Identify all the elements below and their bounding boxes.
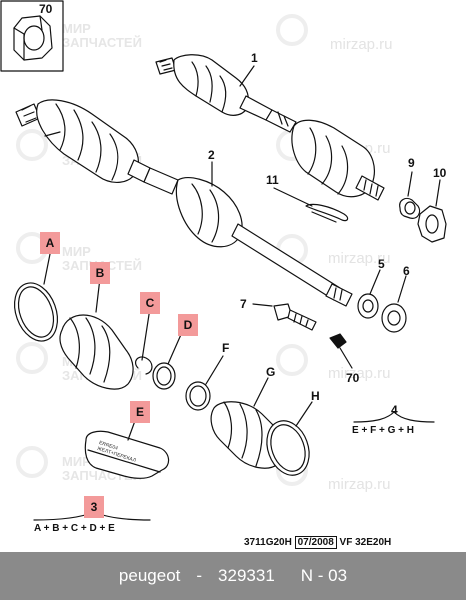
formula-kit-4: E + F + G + H: [352, 425, 414, 436]
badge-B: B: [90, 262, 110, 284]
callout-G: G: [266, 365, 276, 379]
caption-part-number: 329331: [218, 566, 275, 585]
callout-10: 10: [433, 166, 447, 180]
watermark-url: mirzap.ru: [330, 36, 393, 53]
callout-F: F: [222, 341, 230, 355]
badge-E: E: [130, 401, 150, 423]
watermark-url: mirzap.ru: [328, 365, 391, 382]
footer-codes: 3711G20H 07/2008 VF 32E20H: [244, 536, 392, 549]
caption-page: N - 03: [300, 566, 348, 585]
callout-2: 2: [208, 148, 215, 162]
badge-C: C: [140, 292, 160, 314]
callout-6: 6: [403, 264, 410, 278]
callout-9: 9: [408, 156, 415, 170]
callout-70-nut: 70: [346, 371, 360, 385]
callout-5: 5: [378, 257, 385, 271]
date-box: 07/2008: [294, 536, 337, 549]
callout-4: 4: [391, 403, 398, 417]
badge-3: 3: [84, 496, 104, 518]
ref-code: 3711G20H: [244, 537, 292, 548]
formula-kit-3: A + B + C + D + E: [34, 523, 115, 534]
badge-A: A: [40, 232, 60, 254]
callout-11: 11: [266, 173, 279, 187]
vf-code: VF 32E20H: [339, 537, 392, 548]
callout-70-inset: 70: [39, 2, 53, 16]
drive-shaft-diagram: [0, 0, 447, 521]
caption-brand: peugeot: [118, 566, 181, 585]
watermark-url: mirzap.ru: [328, 250, 391, 267]
callout-H: H: [311, 389, 320, 403]
callout-1: 1: [251, 51, 258, 65]
caption-separator: -: [196, 566, 203, 585]
badge-D: D: [178, 314, 198, 336]
callout-7: 7: [240, 297, 247, 311]
caption-bar: peugeot - 329331 N - 03: [0, 552, 466, 600]
watermark-url: mirzap.ru: [328, 476, 391, 493]
